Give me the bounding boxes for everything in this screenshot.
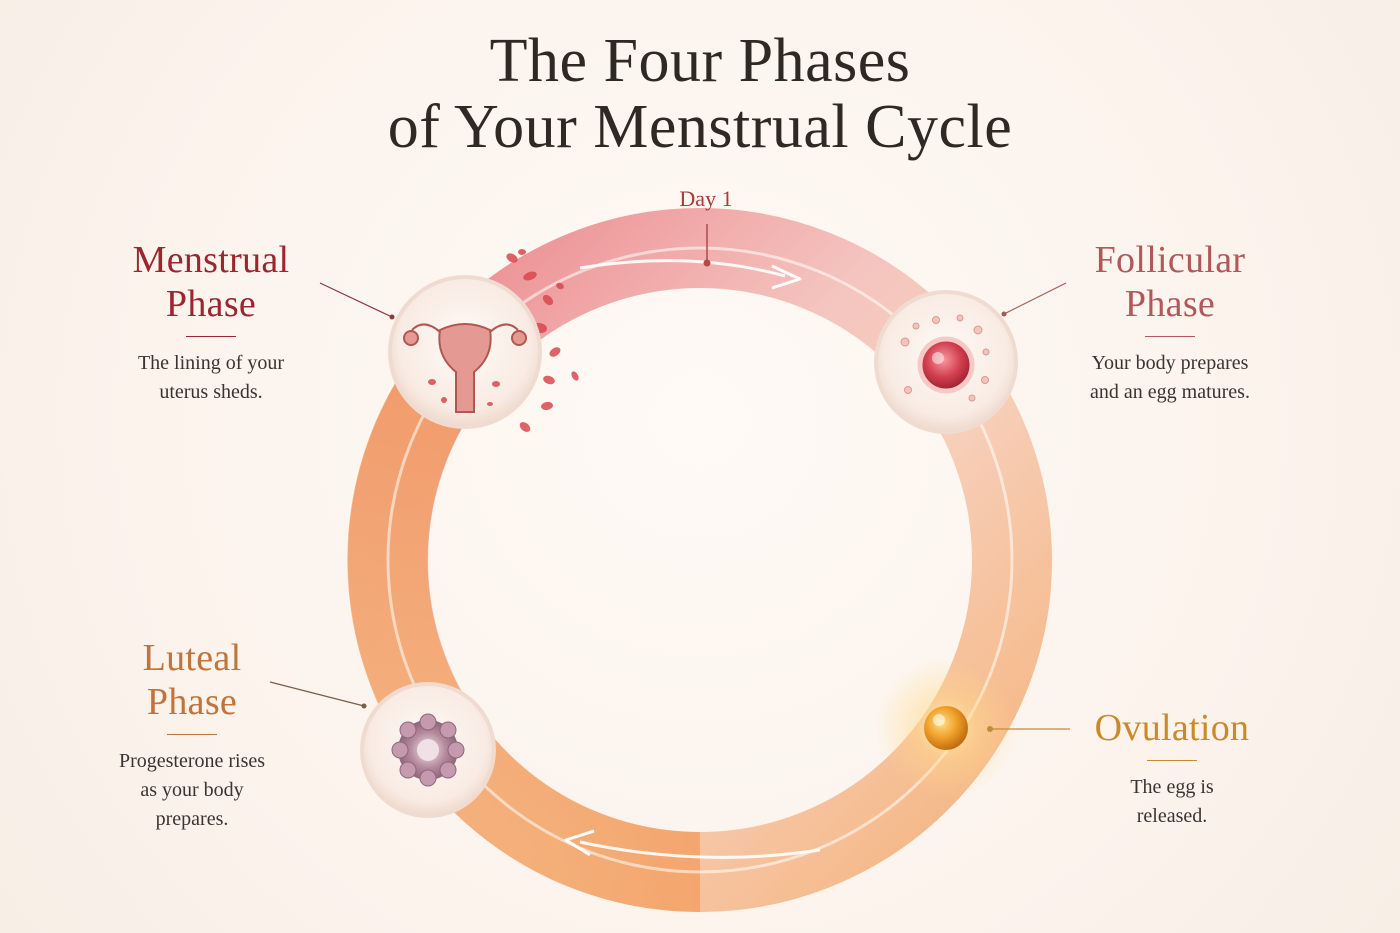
luteal-desc-line-1: Progesterone rises xyxy=(118,750,266,772)
menstrual-divider xyxy=(186,336,236,337)
day-1-label: Day 1 xyxy=(679,186,733,211)
ovulation-description: The egg is released. xyxy=(1066,773,1278,831)
ovulation-name-line-1: Ovulation xyxy=(1094,707,1250,749)
luteal-description: Progesterone rises as your body prepares… xyxy=(92,747,292,834)
corpus-luteum-icon xyxy=(391,713,465,787)
menstrual-phase-title: Menstrual Phase xyxy=(100,238,322,326)
luteal-phase-label: Luteal Phase Progesterone rises as your … xyxy=(92,636,292,834)
menstrual-badge xyxy=(388,275,542,429)
ovulation-phase-label: Ovulation The egg is released. xyxy=(1066,706,1278,831)
menstrual-name-line-1: Menstrual xyxy=(132,239,290,281)
day-1-dot xyxy=(703,259,711,267)
follicular-connector xyxy=(1003,282,1067,315)
follicular-desc-line-1: Your body prepares xyxy=(1091,352,1249,374)
menstrual-phase-label: Menstrual Phase The lining of your uteru… xyxy=(100,238,322,407)
follicular-badge xyxy=(874,290,1018,434)
ovulation-desc-line-1: The egg is xyxy=(1130,776,1214,798)
follicular-desc-line-2: and an egg matures. xyxy=(1090,381,1250,403)
ovulation-marker xyxy=(876,658,1016,798)
luteal-connector xyxy=(269,681,365,707)
follicular-name-line-1: Follicular xyxy=(1094,239,1246,281)
direction-arrow-bottom xyxy=(579,840,821,859)
menstrual-name-line-2: Phase xyxy=(165,283,257,325)
title-line-2: of Your Menstrual Cycle xyxy=(387,93,1013,161)
ring-track-line xyxy=(386,246,1014,874)
follicular-divider xyxy=(1145,336,1195,337)
luteal-phase-title: Luteal Phase xyxy=(92,636,292,724)
direction-arrow-top xyxy=(579,259,786,278)
luteal-name-line-1: Luteal xyxy=(142,637,242,679)
follicle-egg-icon xyxy=(917,336,975,394)
direction-arrow-top-head xyxy=(771,264,802,290)
ovulation-desc-line-2: released. xyxy=(1136,805,1208,827)
menstrual-desc-line-2: uterus sheds. xyxy=(159,381,263,403)
glowing-egg-icon xyxy=(924,706,968,750)
uterus-icon xyxy=(403,323,527,413)
luteal-desc-line-3: prepares. xyxy=(155,808,229,830)
luteal-name-line-2: Phase xyxy=(146,681,238,723)
page-title: The Four Phases of Your Menstrual Cycle xyxy=(0,28,1400,160)
title-line-1: The Four Phases xyxy=(489,27,911,95)
luteal-badge xyxy=(360,682,496,818)
follicular-phase-title: Follicular Phase xyxy=(1050,238,1290,326)
direction-arrow-bottom-head xyxy=(564,829,595,857)
ovulation-phase-title: Ovulation xyxy=(1066,706,1278,750)
menstrual-connector xyxy=(319,282,393,318)
luteal-desc-line-2: as your body xyxy=(140,779,244,801)
menstrual-description: The lining of your uterus sheds. xyxy=(100,349,322,407)
follicular-name-line-2: Phase xyxy=(1124,283,1216,325)
follicular-description: Your body prepares and an egg matures. xyxy=(1050,349,1290,407)
luteal-divider xyxy=(167,734,217,735)
follicular-phase-label: Follicular Phase Your body prepares and … xyxy=(1050,238,1290,407)
ovulation-divider xyxy=(1147,760,1197,761)
menstrual-desc-line-1: The lining of your xyxy=(137,352,285,374)
